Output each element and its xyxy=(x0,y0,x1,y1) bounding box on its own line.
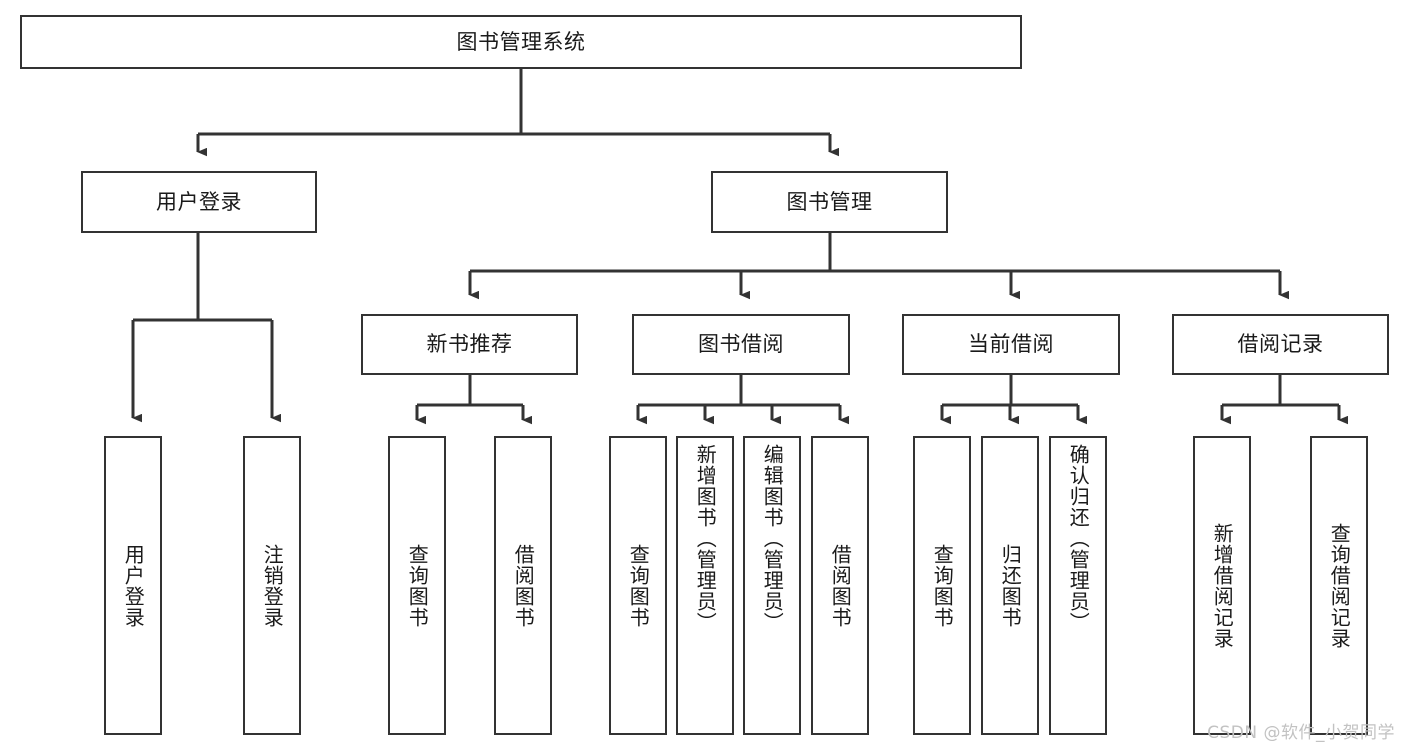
node-label: 归还图书 xyxy=(998,543,1023,628)
node-label: 查询借阅记录 xyxy=(1327,522,1352,649)
node-leaf-query-book-current[interactable]: 查询图书 xyxy=(913,436,971,735)
node-book-management[interactable]: 图书管理 xyxy=(711,171,948,233)
node-label: 查询图书 xyxy=(405,543,430,628)
node-label: 查询图书 xyxy=(930,543,955,628)
node-label: 编辑图书（管理员） xyxy=(760,444,785,633)
node-leaf-add-borrow-record[interactable]: 新增借阅记录 xyxy=(1193,436,1251,735)
node-new-book-recommend[interactable]: 新书推荐 xyxy=(361,314,578,375)
node-label: 借阅图书 xyxy=(511,543,536,628)
node-leaf-query-book-recommend[interactable]: 查询图书 xyxy=(388,436,446,735)
node-label: 新增图书（管理员） xyxy=(693,444,718,633)
node-leaf-add-book[interactable]: 新增图书（管理员） xyxy=(676,436,734,735)
node-label: 用户登录 xyxy=(121,543,146,628)
node-label: 确认归还（管理员） xyxy=(1066,444,1091,633)
node-label: 用户登录 xyxy=(156,189,242,214)
node-label: 借阅图书 xyxy=(828,543,853,628)
node-leaf-borrow-book-recommend[interactable]: 借阅图书 xyxy=(494,436,552,735)
node-book-borrow[interactable]: 图书借阅 xyxy=(632,314,850,375)
node-leaf-borrow-book[interactable]: 借阅图书 xyxy=(811,436,869,735)
csdn-watermark: CSDN @软件_小贺同学 xyxy=(1207,723,1395,743)
node-label: 新书推荐 xyxy=(426,332,513,357)
node-label: 图书管理系统 xyxy=(456,29,586,54)
node-leaf-query-book-borrow[interactable]: 查询图书 xyxy=(609,436,667,735)
node-label: 借阅记录 xyxy=(1237,332,1324,357)
node-book-management-system[interactable]: 图书管理系统 xyxy=(20,15,1022,69)
node-label: 图书管理 xyxy=(786,189,873,214)
node-borrow-record[interactable]: 借阅记录 xyxy=(1172,314,1389,375)
node-leaf-edit-book[interactable]: 编辑图书（管理员） xyxy=(743,436,801,735)
node-label: 新增借阅记录 xyxy=(1210,522,1235,649)
node-leaf-logout-login[interactable]: 注销登录 xyxy=(243,436,301,735)
node-label: 注销登录 xyxy=(260,543,285,628)
node-leaf-confirm-return[interactable]: 确认归还（管理员） xyxy=(1049,436,1107,735)
node-label: 查询图书 xyxy=(626,543,651,628)
node-leaf-query-borrow-record[interactable]: 查询借阅记录 xyxy=(1310,436,1368,735)
node-leaf-user-login[interactable]: 用户登录 xyxy=(104,436,162,735)
node-label: 当前借阅 xyxy=(968,332,1054,357)
node-leaf-return-book[interactable]: 归还图书 xyxy=(981,436,1039,735)
node-label: 图书借阅 xyxy=(698,332,784,357)
node-user-login[interactable]: 用户登录 xyxy=(81,171,317,233)
node-current-borrow[interactable]: 当前借阅 xyxy=(902,314,1120,375)
